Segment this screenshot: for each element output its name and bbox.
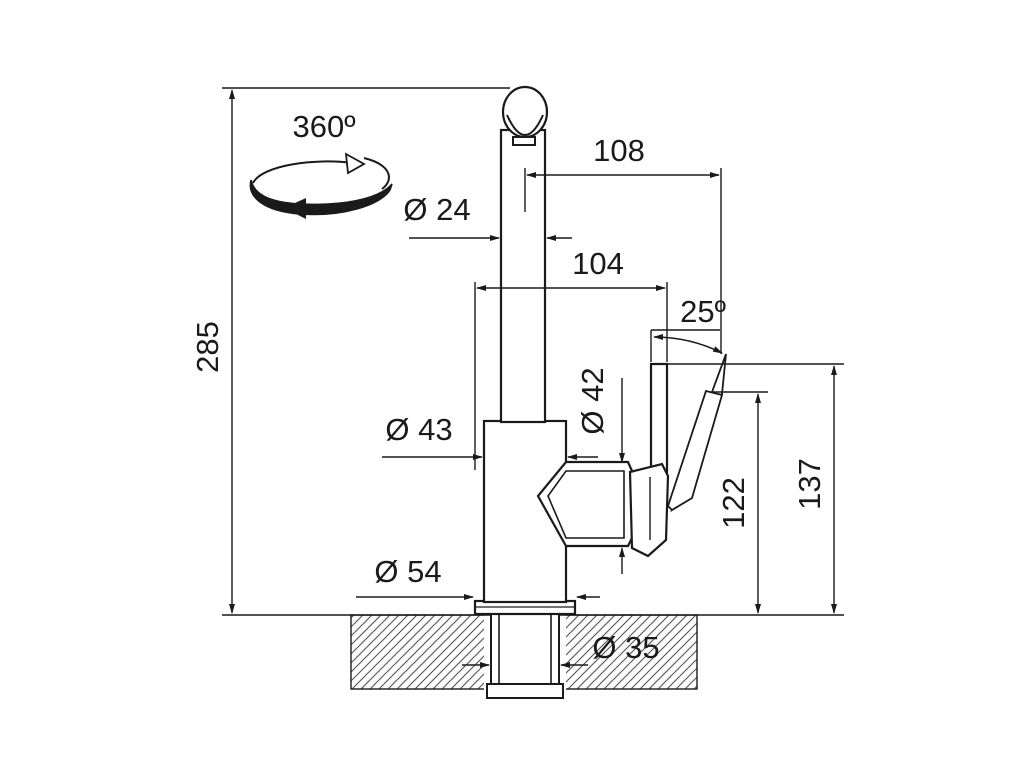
shank-diameter-label: Ø 35	[592, 630, 659, 665]
body-diameter-label: Ø 43	[385, 412, 452, 447]
rotation-label: 360º	[292, 109, 355, 144]
dimension-137	[668, 363, 844, 614]
height-137-label: 137	[792, 458, 827, 510]
lever-tilted-outline	[666, 353, 727, 513]
lever-handle	[628, 362, 670, 558]
spout-diameter-label: Ø 24	[403, 192, 470, 227]
reach-104-label: 104	[572, 246, 624, 281]
dimension-285	[222, 87, 510, 614]
reach-108-label: 108	[593, 133, 645, 168]
angle-25-label: 25º	[680, 294, 726, 329]
mounting-shank	[486, 611, 564, 699]
dimension-25-angle	[650, 329, 723, 362]
dimension-108	[524, 168, 722, 354]
lever-housing	[536, 460, 634, 548]
height-285-label: 285	[190, 321, 225, 373]
dimension-122	[712, 391, 768, 614]
lever-diameter-label: Ø 42	[575, 367, 610, 434]
height-122-label: 122	[716, 477, 751, 529]
spout	[499, 85, 549, 424]
base-diameter-label: Ø 54	[374, 554, 441, 589]
rotation-icon	[249, 152, 393, 219]
